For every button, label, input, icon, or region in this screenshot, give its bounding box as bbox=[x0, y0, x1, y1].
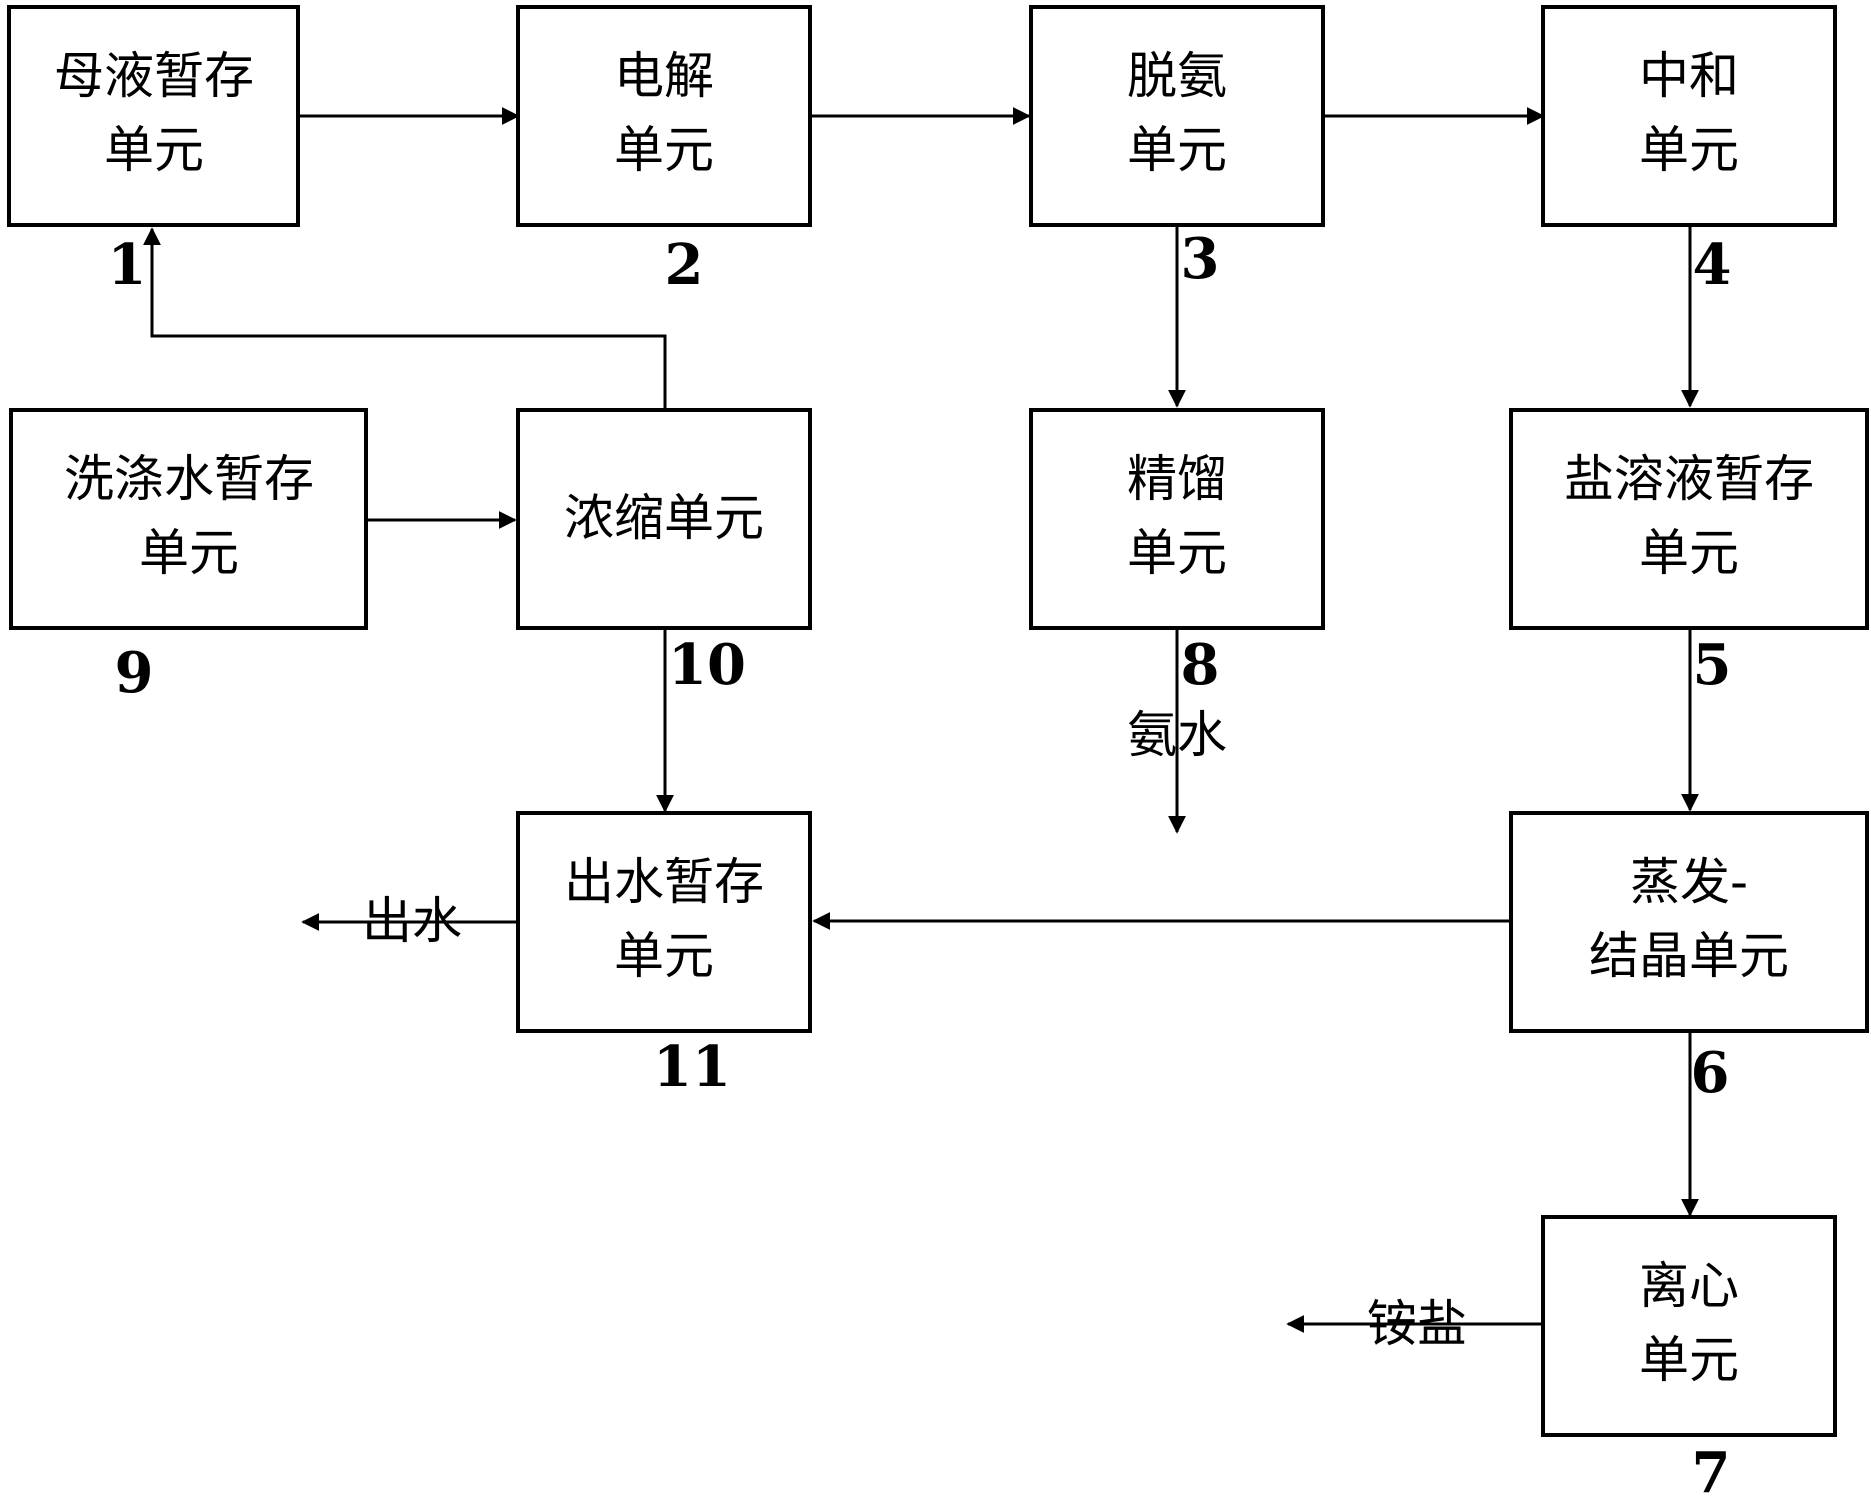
unit-number-u6: 6 bbox=[1691, 1040, 1730, 1106]
unit-number-u2: 2 bbox=[665, 232, 704, 298]
unit-label-u8-line1: 精馏 bbox=[1127, 450, 1227, 508]
unit-label-u4-line2: 单元 bbox=[1639, 121, 1739, 179]
unit-label-u5-line1: 盐溶液暂存 bbox=[1564, 450, 1814, 508]
connectors bbox=[143, 107, 1699, 1333]
unit-label-u3-line2: 单元 bbox=[1127, 121, 1227, 179]
output-label-ammonium-salt: 铵盐 bbox=[1367, 1295, 1467, 1353]
unit-number-u4: 4 bbox=[1693, 232, 1732, 298]
unit-label-u2-line1: 电解 bbox=[614, 47, 714, 105]
unit-label-u6-line2: 结晶单元 bbox=[1589, 927, 1789, 985]
unit-box-u8 bbox=[1029, 408, 1325, 630]
unit-number-u1: 1 bbox=[108, 232, 147, 298]
unit-box-u11 bbox=[516, 811, 812, 1033]
unit-number-u5: 5 bbox=[1693, 632, 1732, 698]
unit-label-u10-line1: 浓缩单元 bbox=[564, 489, 764, 547]
unit-label-u8-line2: 单元 bbox=[1127, 524, 1227, 582]
unit-label-u11-line1: 出水暂存 bbox=[564, 853, 764, 911]
unit-number-u7: 7 bbox=[1692, 1440, 1731, 1499]
unit-box-u6 bbox=[1509, 811, 1869, 1033]
unit-label-u6-line1: 蒸发- bbox=[1630, 853, 1748, 911]
unit-label-u3-line1: 脱氨 bbox=[1127, 47, 1227, 105]
unit-box-u3 bbox=[1029, 5, 1325, 227]
unit-label-u7-line2: 单元 bbox=[1639, 1331, 1739, 1389]
unit-label-u1-line2: 单元 bbox=[104, 121, 204, 179]
unit-box-u9 bbox=[9, 408, 368, 630]
unit-label-u5-line2: 单元 bbox=[1639, 524, 1739, 582]
unit-box-u5 bbox=[1509, 408, 1869, 630]
unit-boxes bbox=[7, 5, 1869, 1437]
unit-box-u7 bbox=[1541, 1215, 1837, 1437]
unit-number-u8: 8 bbox=[1181, 632, 1220, 698]
output-labels: 氨水 出水 铵盐 bbox=[362, 706, 1467, 1353]
unit-number-u10: 10 bbox=[668, 632, 746, 698]
unit-box-u10 bbox=[516, 408, 812, 630]
unit-number-u3: 3 bbox=[1181, 226, 1220, 292]
unit-box-u1 bbox=[7, 5, 300, 227]
unit-label-u2-line2: 单元 bbox=[614, 121, 714, 179]
output-label-ammonia-water: 氨水 bbox=[1127, 706, 1227, 764]
unit-number-u11: 11 bbox=[653, 1034, 731, 1100]
output-label-effluent-water: 出水 bbox=[362, 892, 462, 950]
unit-numbers: 1 2 3 4 5 6 7 8 9 10 11 bbox=[108, 226, 1732, 1499]
unit-label-u7-line1: 离心 bbox=[1639, 1257, 1739, 1315]
unit-labels: 母液暂存 单元 电解 单元 脱氨 单元 中和 单元 盐溶液暂存 单元 蒸发- 结… bbox=[54, 47, 1814, 1389]
unit-label-u9-line2: 单元 bbox=[139, 524, 239, 582]
unit-label-u9-line1: 洗涤水暂存 bbox=[64, 450, 314, 508]
unit-number-u9: 9 bbox=[115, 640, 154, 706]
unit-label-u1-line1: 母液暂存 bbox=[54, 47, 254, 105]
unit-label-u11-line2: 单元 bbox=[614, 927, 714, 985]
unit-label-u4-line1: 中和 bbox=[1639, 47, 1739, 105]
flow-u10-u1 bbox=[143, 227, 667, 410]
unit-box-u4 bbox=[1541, 5, 1837, 227]
unit-box-u2 bbox=[516, 5, 812, 227]
